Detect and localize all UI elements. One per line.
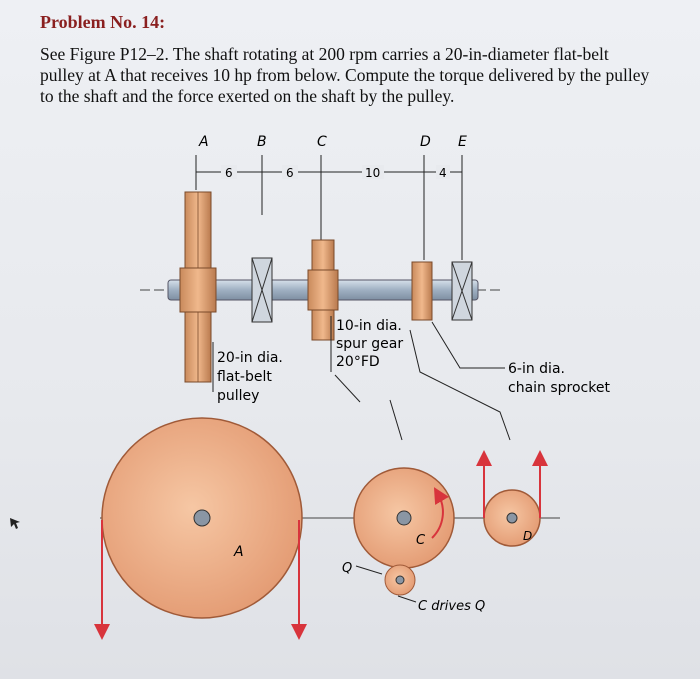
view-projection-lines — [334, 329, 511, 441]
gear-label: 10-in dia. spur gear 20°FD — [330, 316, 403, 372]
bearing-e — [451, 261, 473, 321]
point-d-label: D — [420, 134, 431, 150]
pulley-label: 20-in dia. flat-belt pulley — [212, 342, 283, 404]
drives-label: C drives Q — [418, 599, 485, 614]
point-a-label: A — [198, 134, 209, 150]
gear-label-line2: spur gear — [336, 336, 403, 352]
gear-center-label: C — [416, 533, 426, 548]
dimension-line — [195, 155, 463, 260]
q-label: Q — [342, 561, 352, 576]
problem-statement: See Figure P12–2. The shaft rotating at … — [40, 44, 650, 106]
pulley-side-view — [179, 191, 217, 383]
gear-front-view: C — [353, 467, 455, 569]
rotation-arrow — [431, 487, 449, 539]
pulley-label-line2: flat-belt — [217, 369, 272, 385]
sprocket-label-line1: 6-in dia. — [508, 361, 565, 377]
sprocket-center-label: D — [523, 529, 532, 543]
dim-bc: 6 — [286, 166, 294, 180]
sprocket-front-view: D — [476, 450, 548, 547]
pulley-label-line3: pulley — [217, 388, 259, 404]
cursor-icon — [10, 518, 20, 529]
gear-label-line1: 10-in dia. — [336, 318, 402, 334]
dim-cd: 10 — [365, 166, 380, 180]
bearing-b — [251, 257, 273, 323]
problem-title: Problem No. 14: — [40, 12, 166, 32]
dim-ab: 6 — [225, 166, 233, 180]
pulley-front-view: A — [101, 417, 303, 619]
sprocket-label-line2: chain sprocket — [508, 380, 610, 396]
gear-label-line3: 20°FD — [336, 354, 380, 370]
point-b-label: B — [257, 134, 267, 150]
sprocket-side-view — [411, 261, 433, 321]
pulley-center-label: A — [233, 544, 244, 560]
pulley-label-line1: 20-in dia. — [217, 350, 283, 366]
point-e-label: E — [458, 134, 467, 150]
gear-side-view — [307, 239, 339, 341]
gear-q: Q C drives Q — [342, 561, 485, 614]
dim-de: 4 — [439, 166, 447, 180]
sprocket-label: 6-in dia. chain sprocket — [431, 321, 610, 396]
point-c-label: C — [317, 134, 327, 150]
